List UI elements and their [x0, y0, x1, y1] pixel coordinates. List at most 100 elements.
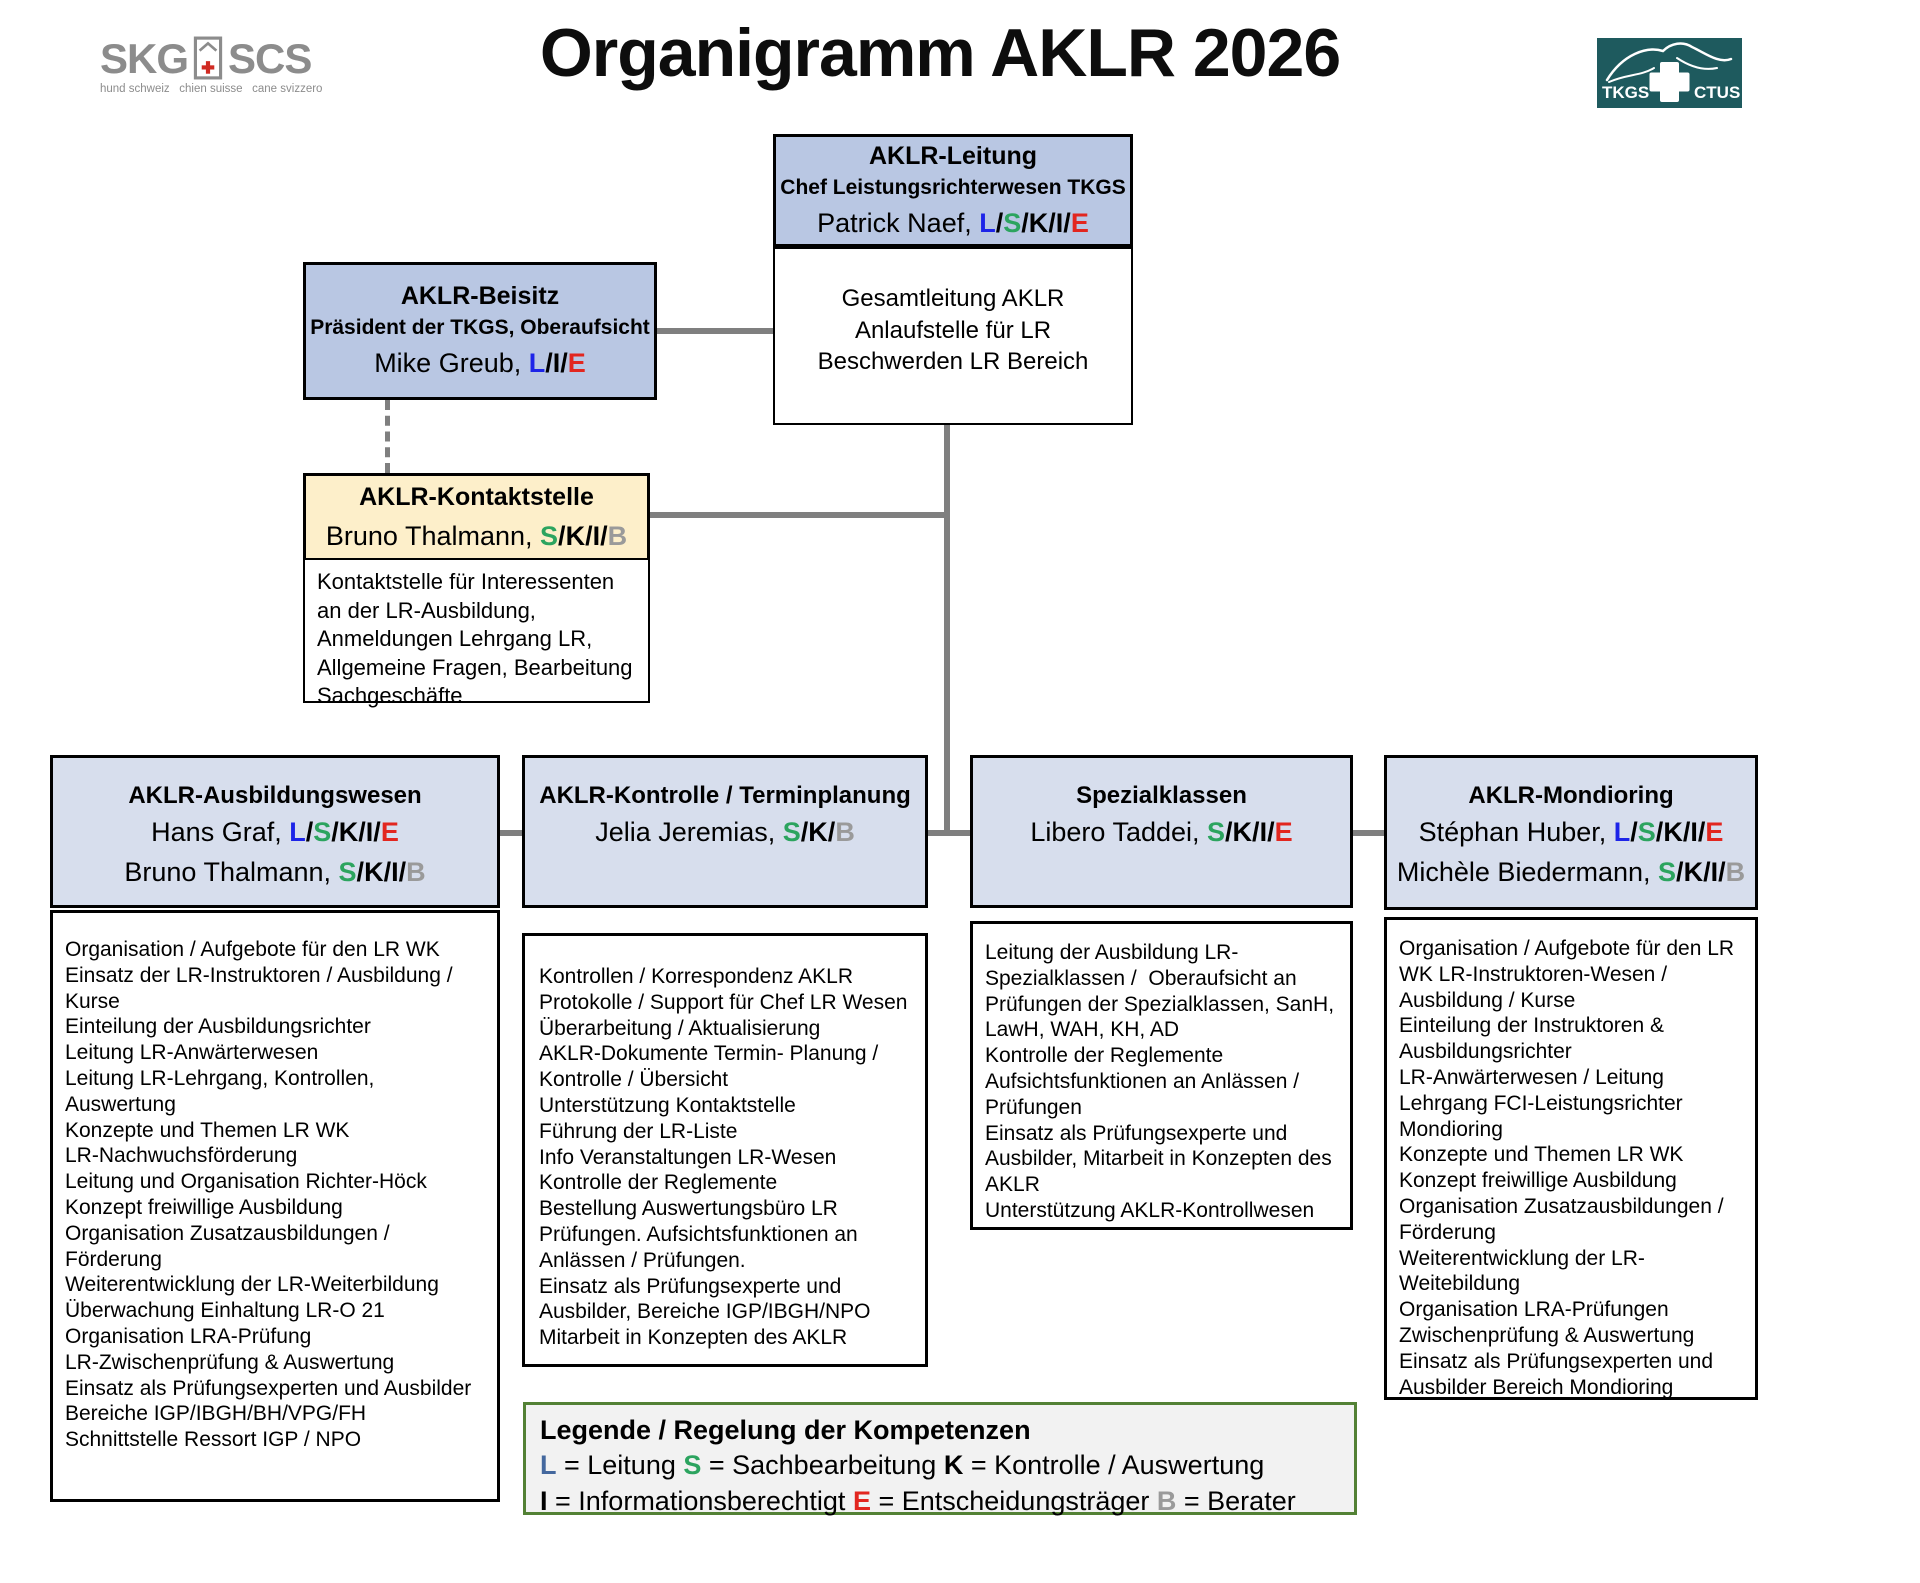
code-separator: /: [383, 857, 392, 887]
tkgs-logo-graphic: TKGS CTUS: [1602, 42, 1740, 102]
list-item: Leitung LR-Anwärterwesen: [65, 1041, 319, 1065]
legend-rows: L = Leitung S = Sachbearbeitung K = Kont…: [540, 1447, 1340, 1519]
list-item: Prüfungen. Aufsichtsfunktionen an Anläss…: [539, 1222, 863, 1272]
code-separator: /: [1630, 817, 1638, 847]
list-item: Gesamtleitung AKLR: [841, 285, 1065, 312]
competence-code-K: K: [1232, 817, 1253, 847]
legend-code-K: K: [943, 1450, 964, 1480]
list-item: Weiterentwicklung der LR-Weiterbildung: [65, 1273, 439, 1297]
person-mike-greub: Mike Greub, L/I/E: [306, 343, 654, 383]
node-aklr-mondioring: AKLR-Mondioring Stéphan Huber, L/S/K/I/E…: [1384, 755, 1758, 910]
connector-kontaktstelle-trunk: [648, 512, 947, 518]
list-item: Einsatz der LR-Instruktoren / Ausbildung…: [65, 963, 459, 1013]
list-item: Organisation LRA-Prüfungen: [1399, 1298, 1669, 1322]
node-aklr-ausbildungswesen: AKLR-Ausbildungswesen Hans Graf, L/S/K/I…: [50, 755, 500, 908]
legend-code-E: E: [852, 1486, 871, 1516]
list-item: Kontrolle der Reglemente: [539, 1171, 778, 1195]
tkgs-text: TKGS: [1602, 83, 1649, 102]
list-item: Konzepte und Themen LR WK: [65, 1118, 350, 1142]
legend-box: Legende / Regelung der Kompetenzen L = L…: [523, 1402, 1357, 1516]
code-separator: /: [1682, 817, 1691, 847]
code-separator: /: [558, 521, 566, 551]
node-subtitle: Präsident der TKGS, Oberaufsicht: [310, 316, 650, 339]
list-item: LR-Zwischenprüfung & Auswertung: [65, 1350, 395, 1374]
list-item: Konzept freiwillige Ausbildung: [1399, 1169, 1677, 1193]
node-spezialklassen-tasks: Leitung der Ausbildung LR-Spezialklassen…: [970, 921, 1353, 1230]
competence-code-L: L: [979, 208, 996, 238]
person: Jelia Jeremias, S/K/B: [525, 812, 925, 852]
code-separator: /: [585, 521, 593, 551]
legend-code-B: B: [1156, 1486, 1177, 1516]
list-item: Bereiche IGP/IBGH/BH/VPG/FH: [65, 1402, 367, 1426]
code-separator: /: [331, 817, 339, 847]
competence-code-I: I: [365, 817, 374, 847]
skg-logo-row: SKG SCS: [100, 36, 330, 80]
dog-icon: [1605, 42, 1733, 83]
node-aklr-leitung: AKLR-Leitung Chef Leistungsrichterwesen …: [773, 134, 1133, 247]
competence-code-L: L: [528, 348, 546, 378]
competence-code-S: S: [540, 521, 559, 551]
persons: Stéphan Huber, L/S/K/I/E Michèle Biederma…: [1387, 812, 1755, 892]
person: Bruno Thalmann, S/K/I/B: [53, 852, 497, 892]
competence-code-K: K: [338, 817, 359, 847]
competence-code-E: E: [380, 817, 399, 847]
competence-code-B: B: [406, 857, 426, 887]
node-subtitle: Chef Leistungsrichterwesen TKGS: [780, 176, 1126, 199]
competence-code-K: K: [808, 817, 828, 847]
code-separator: /: [600, 521, 608, 551]
competence-code-S: S: [1658, 857, 1677, 887]
node-title: AKLR-Leitung: [868, 142, 1038, 170]
code-separator: /: [1021, 208, 1029, 238]
person-name: Stéphan Huber,: [1418, 817, 1614, 847]
list-item: Leitung der Ausbildung LR-Spezialklassen…: [985, 941, 1340, 1042]
competence-code-S: S: [338, 857, 357, 887]
code-separator: /: [995, 208, 1004, 238]
competence-code-S: S: [1003, 208, 1022, 238]
cross-icon: [1649, 62, 1690, 102]
persons: Libero Taddei, S/K/I/E: [973, 812, 1350, 852]
ctus-text: CTUS: [1694, 83, 1740, 102]
competence-code-E: E: [567, 348, 586, 378]
list-item: Organisation / Aufgebote für den LR WK: [65, 938, 440, 961]
node-aklr-mondioring-tasks: Organisation / Aufgebote für den LR WK L…: [1384, 917, 1758, 1400]
competence-code-I: I: [1690, 817, 1698, 847]
node-title: AKLR-Kontaktstelle: [359, 483, 594, 511]
code-separator: /: [1252, 817, 1260, 847]
node-title: AKLR-Ausbildungswesen: [128, 782, 422, 809]
code-separator: /: [800, 817, 809, 847]
description-text: Kontaktstelle für Interessenten an der L…: [317, 569, 633, 708]
list-item: Konzepte und Themen LR WK: [1399, 1143, 1684, 1167]
person-name: Michèle Biedermann,: [1396, 857, 1659, 887]
competence-code-E: E: [1274, 817, 1293, 847]
competence-code-B: B: [1725, 857, 1746, 887]
competence-code-I: I: [391, 857, 399, 887]
code-separator: /: [1676, 857, 1684, 887]
node-title: AKLR-Beisitz: [400, 282, 560, 310]
code-separator: /: [1225, 817, 1233, 847]
competence-code-I: I: [1055, 208, 1064, 238]
list-item: Schnittstelle Ressort IGP / NPO: [65, 1428, 362, 1452]
competence-code-K: K: [1683, 857, 1704, 887]
list-item: Beschwerden LR Bereich: [817, 348, 1089, 375]
person-name: Mike Greub,: [374, 348, 529, 378]
list-item: Einsatz als Prüfungsexperten und Ausbild…: [1399, 1349, 1718, 1399]
code-separator: /: [1718, 857, 1726, 887]
list-item: Unterstützung Kontaktstelle: [539, 1093, 796, 1117]
person-bruno-thalmann: Bruno Thalmann, S/K/I/B: [306, 516, 647, 556]
code-separator: /: [560, 348, 568, 378]
person: Stéphan Huber, L/S/K/I/E: [1387, 812, 1755, 852]
competence-code-K: K: [1663, 817, 1683, 847]
legend-row: L = Leitung S = Sachbearbeitung K = Kont…: [540, 1450, 1265, 1480]
list-item: Protokolle / Support für Chef LR Wesen Ü…: [539, 990, 914, 1040]
list-item: Info Veranstaltungen LR-Wesen: [539, 1145, 837, 1169]
skg-scs-logo: SKG SCS hund schweiz chien suisse cane s…: [100, 36, 330, 95]
competence-code-S: S: [1207, 817, 1226, 847]
list-item: Mitarbeit in Konzepten des AKLR: [539, 1326, 848, 1350]
list-item: Weiterentwicklung der LR-Weitebildung: [1399, 1246, 1645, 1296]
list-item: Einsatz als Prüfungsexperten und Ausbild…: [65, 1376, 472, 1400]
connector-beisitz-leitung: [655, 328, 775, 334]
list-item: LR-Anwärterwesen / Leitung Lehrgang FCI-…: [1399, 1065, 1689, 1141]
